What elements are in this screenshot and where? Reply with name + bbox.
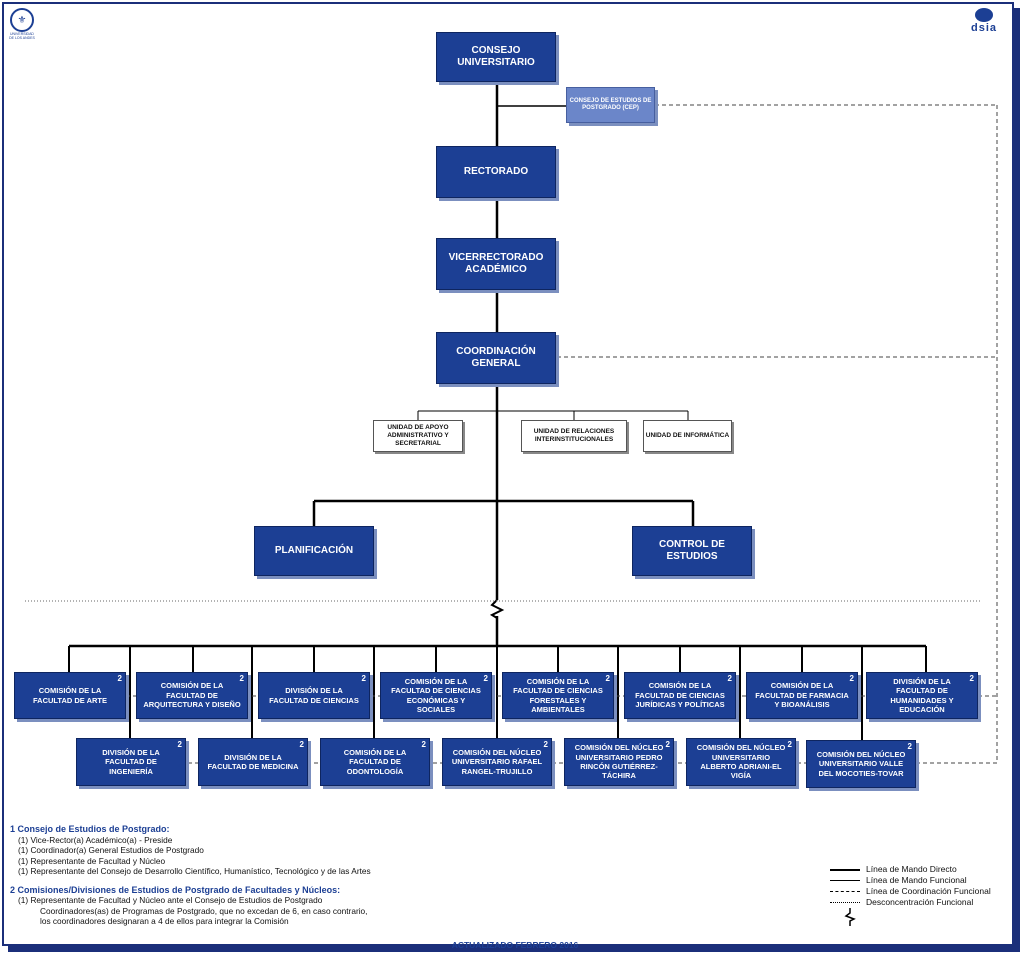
legend-label: Línea de Mando Directo xyxy=(866,864,957,874)
node-label: COMISIÓN DE LA FACULTAD DE CIENCIAS ECON… xyxy=(391,676,481,714)
node-faculty: COMISIÓN DE LA FACULTAD DE ARQUITECTURA … xyxy=(136,672,248,719)
node-label: COMISIÓN DEL NÚCLEO UNIVERSITARIO ALBERT… xyxy=(696,743,786,781)
dashed-line-icon xyxy=(830,891,860,892)
note-ref: 2 xyxy=(969,674,974,683)
note-ref: 2 xyxy=(177,740,182,749)
node-control-estudios: CONTROL DE ESTUDIOS xyxy=(632,526,752,576)
note-1-item: (1) Representante del Consejo de Desarro… xyxy=(18,866,371,876)
node-faculty: COMISIÓN DE LA FACULTAD DE ARTE 2 xyxy=(14,672,126,719)
note-ref: 2 xyxy=(239,674,244,683)
disk-icon xyxy=(975,8,993,22)
node-label: DIVISIÓN DE LA FACULTAD DE INGENIERÍA xyxy=(102,747,160,776)
note-ref: 2 xyxy=(483,674,488,683)
node-label: COMISIÓN DE LA FACULTAD DE ARQUITECTURA … xyxy=(143,681,241,710)
legend-item: Desconcentración Funcional xyxy=(828,897,991,908)
node-consejo-universitario: CONSEJO UNIVERSITARIO xyxy=(436,32,556,82)
node-unidad-relaciones: UNIDAD DE RELACIONES INTERINSTITUCIONALE… xyxy=(521,420,627,452)
note-ref: 2 xyxy=(543,740,548,749)
node-label: UNIDAD DE RELACIONES INTERINSTITUCIONALE… xyxy=(533,427,615,443)
note-ref: 2 xyxy=(787,740,792,749)
note-ref: 2 xyxy=(421,740,426,749)
node-label: COMISIÓN DEL NÚCLEO UNIVERSITARIO RAFAEL… xyxy=(451,747,543,776)
node-label: COMISIÓN DE LA FACULTAD DE ARTE xyxy=(32,686,108,705)
note-ref: 2 xyxy=(849,674,854,683)
node-faculty: COMISIÓN DE LA FACULTAD DE CIENCIAS JURÍ… xyxy=(624,672,736,719)
university-logo: ⚜ UNIVERSIDAD DE LOS ANDES xyxy=(8,8,36,44)
node-label: VICERRECTORADO ACADÉMICO xyxy=(448,251,544,276)
node-label: CONTROL DE ESTUDIOS xyxy=(659,538,725,563)
legend-label: Línea de Coordinación Funcional xyxy=(866,886,991,896)
note-ref: 2 xyxy=(605,674,610,683)
node-label: COMISIÓN DEL NÚCLEO UNIVERSITARIO VALLE … xyxy=(816,749,906,778)
node-label: CONSEJO DE ESTUDIOS DE POSTGRADO (CEP) xyxy=(569,97,652,112)
legend: Línea de Mando Directo Línea de Mando Fu… xyxy=(828,864,991,926)
note-ref: 2 xyxy=(907,742,912,751)
solid-line-icon xyxy=(830,880,860,881)
node-faculty: COMISIÓN DE LA FACULTAD DE FARMACIA Y BI… xyxy=(746,672,858,719)
node-planificacion: PLANIFICACIÓN xyxy=(254,526,374,576)
notes-section: 1 Consejo de Estudios de Postgrado: (1) … xyxy=(10,824,371,927)
note-ref: 2 xyxy=(361,674,366,683)
node-faculty: DIVISIÓN DE LA FACULTAD DE CIENCIAS 2 xyxy=(258,672,370,719)
logo-right-text: dsia xyxy=(970,22,997,34)
node-faculty: COMISIÓN DE LA FACULTAD DE CIENCIAS FORE… xyxy=(502,672,614,719)
node-label: COMISIÓN DE LA FACULTAD DE CIENCIAS JURÍ… xyxy=(635,681,725,710)
legend-item: Línea de Mando Directo xyxy=(828,864,991,875)
node-faculty: COMISIÓN DEL NÚCLEO UNIVERSITARIO ALBERT… xyxy=(686,738,796,786)
dotted-line-icon xyxy=(830,902,860,903)
zigzag-icon xyxy=(844,908,856,926)
node-faculty: DIVISIÓN DE LA FACULTAD DE HUMANIDADES Y… xyxy=(866,672,978,719)
note-2-item: los coordinadores designaran a 4 de ello… xyxy=(40,916,289,926)
node-label: UNIDAD DE INFORMÁTICA xyxy=(645,431,730,439)
node-faculty: COMISIÓN DEL NÚCLEO UNIVERSITARIO RAFAEL… xyxy=(442,738,552,786)
node-label: COMISIÓN DE LA FACULTAD DE FARMACIA Y BI… xyxy=(755,681,849,710)
solid-thick-line-icon xyxy=(830,869,860,871)
logo-left-text: UNIVERSIDAD DE LOS ANDES xyxy=(9,32,35,40)
node-faculty: COMISIÓN DEL NÚCLEO UNIVERSITARIO PEDRO … xyxy=(564,738,674,786)
note-1-item: (1) Vice-Rector(a) Académico(a) - Presid… xyxy=(18,834,173,845)
node-label: DIVISIÓN DE LA FACULTAD DE MEDICINA xyxy=(207,752,299,771)
note-2-item: (1) Representante de Facultad y Núcleo a… xyxy=(18,895,323,905)
node-unidad-informatica: UNIDAD DE INFORMÁTICA xyxy=(643,420,732,452)
node-faculty: COMISIÓN DEL NÚCLEO UNIVERSITARIO VALLE … xyxy=(806,740,916,788)
node-label: COMISIÓN DEL NÚCLEO UNIVERSITARIO PEDRO … xyxy=(574,743,664,781)
note-1-title: 1 Consejo de Estudios de Postgrado: xyxy=(10,824,170,834)
node-label: DIVISIÓN DE LA FACULTAD DE CIENCIAS xyxy=(269,686,359,705)
legend-label: Desconcentración Funcional xyxy=(866,897,974,907)
node-label: COMISIÓN DE LA FACULTAD DE CIENCIAS FORE… xyxy=(513,676,603,714)
footer-updated: ACTUALIZADO FEBRERO 2016 xyxy=(451,940,579,950)
node-vicerrectorado: VICERRECTORADO ACADÉMICO xyxy=(436,238,556,290)
dsia-logo: dsia xyxy=(964,8,1004,38)
node-faculty: DIVISIÓN DE LA FACULTAD DE INGENIERÍA 2 xyxy=(76,738,186,786)
node-label: COMISIÓN DE LA FACULTAD DE ODONTOLOGÍA xyxy=(343,747,407,776)
note-1-item: (1) Coordinador(a) General Estudios de P… xyxy=(18,845,204,855)
node-rectorado: RECTORADO xyxy=(436,146,556,198)
note-ref: 2 xyxy=(117,674,122,683)
node-label: UNIDAD DE APOYO ADMINISTRATIVO Y SECRETA… xyxy=(387,423,449,448)
node-label: RECTORADO xyxy=(463,165,529,177)
node-label: COORDINACIÓN GENERAL xyxy=(456,345,536,370)
note-ref: 2 xyxy=(299,740,304,749)
note-1-item: (1) Representante de Facultad y Núcleo xyxy=(18,855,166,866)
node-coordinacion-general: COORDINACIÓN GENERAL xyxy=(436,332,556,384)
note-2-item: Coordinadores(as) de Programas de Postgr… xyxy=(40,905,368,916)
legend-label: Línea de Mando Funcional xyxy=(866,875,967,885)
node-label: CONSEJO UNIVERSITARIO xyxy=(457,44,535,69)
node-label: PLANIFICACIÓN xyxy=(274,544,354,556)
node-faculty: DIVISIÓN DE LA FACULTAD DE MEDICINA 2 xyxy=(198,738,308,786)
seal-icon: ⚜ xyxy=(10,8,34,32)
node-faculty: COMISIÓN DE LA FACULTAD DE CIENCIAS ECON… xyxy=(380,672,492,719)
node-faculty: COMISIÓN DE LA FACULTAD DE ODONTOLOGÍA 2 xyxy=(320,738,430,786)
legend-item: Línea de Coordinación Funcional xyxy=(828,886,991,897)
legend-item: Línea de Mando Funcional xyxy=(828,875,991,886)
node-unidad-apoyo: UNIDAD DE APOYO ADMINISTRATIVO Y SECRETA… xyxy=(373,420,463,452)
node-label: DIVISIÓN DE LA FACULTAD DE HUMANIDADES Y… xyxy=(890,676,954,714)
note-ref: 2 xyxy=(727,674,732,683)
node-cep: CONSEJO DE ESTUDIOS DE POSTGRADO (CEP) xyxy=(566,87,655,123)
note-ref: 2 xyxy=(665,740,670,749)
note-2-title: 2 Comisiones/Divisiones de Estudios de P… xyxy=(10,884,341,895)
